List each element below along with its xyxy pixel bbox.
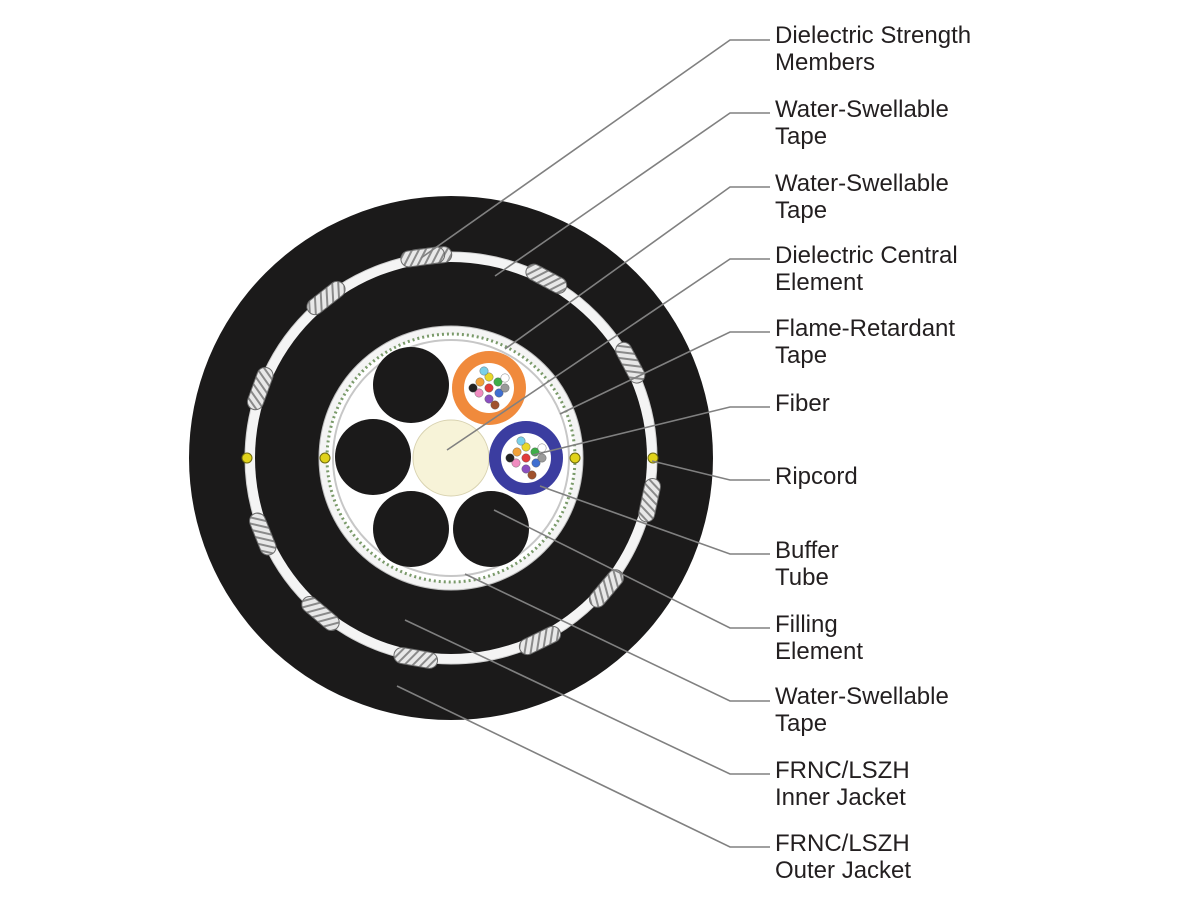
label-line: Filling [775, 611, 838, 638]
label-line: Water-Swellable [775, 96, 949, 123]
label-water-swellable-tape-inner: Water-Swellable Tape [775, 683, 1195, 737]
label-dielectric-central-element: Dielectric Central Element [775, 242, 1195, 296]
ripcord [647, 452, 659, 464]
fiber [494, 388, 504, 398]
ripcord [319, 452, 331, 464]
filling-element [373, 491, 449, 567]
label-line: Dielectric Central [775, 242, 958, 269]
leader-lines [396, 39, 770, 848]
dielectric-strength-member [306, 280, 346, 316]
ripcord [569, 452, 581, 464]
fiber [500, 373, 510, 383]
fiber [511, 458, 521, 468]
fiber [516, 436, 526, 446]
filling-element [335, 419, 411, 495]
label-line: Buffer [775, 537, 839, 564]
fiber [512, 447, 522, 457]
label-line: Members [775, 49, 876, 76]
label-line: Outer Jacket [775, 857, 912, 884]
leader-line [396, 685, 770, 848]
fiber [537, 453, 547, 463]
leader-line [464, 573, 770, 702]
label-line: Tape [775, 197, 828, 224]
label-water-swellable-tape-core: Water-Swellable Tape [775, 170, 1195, 224]
leader-line [420, 39, 770, 259]
label-line: Tape [775, 342, 828, 369]
label-flame-retardant-tape: Flame-Retardant Tape [775, 315, 1195, 369]
label-line: Dielectric Strength [775, 22, 972, 49]
label-line: Water-Swellable [775, 170, 949, 197]
label-line: FRNC/LSZH [775, 830, 910, 857]
label-line: Element [775, 638, 864, 665]
leader-line [559, 331, 770, 415]
dielectric-strength-member [518, 625, 562, 656]
fiber [521, 442, 531, 452]
dielectric-strength-member [301, 596, 340, 632]
fiber [531, 458, 541, 468]
leader-line [504, 186, 770, 350]
fiber [521, 453, 531, 463]
ripcord [241, 452, 253, 464]
dielectric-strength-member [249, 512, 277, 556]
label-line: Tape [775, 710, 828, 737]
fiber [484, 372, 494, 382]
fiber [527, 470, 537, 480]
label-frnc-lszh-inner-jacket: FRNC/LSZH Inner Jacket [775, 757, 1195, 811]
label-line: Tape [775, 123, 828, 150]
label-line: Tube [775, 564, 829, 591]
dielectric-central-element [412, 419, 490, 497]
fiber [493, 377, 503, 387]
label-line: FRNC/LSZH [775, 757, 910, 784]
dielectric-strength-member [615, 341, 646, 384]
leader-line [404, 619, 770, 775]
label-dielectric-strength-members: Dielectric Strength Members [775, 22, 1195, 76]
leader-line [651, 460, 770, 481]
label-line: Fiber [775, 390, 830, 417]
dielectric-strength-member [246, 366, 274, 411]
leader-line [494, 112, 770, 277]
fiber [490, 400, 500, 410]
label-ripcord: Ripcord [775, 463, 1195, 490]
label-line: Inner Jacket [775, 784, 906, 811]
label-filling-element: Filling Element [775, 611, 1195, 665]
label-buffer-tube: Buffer Tube [775, 537, 1195, 591]
leader-line [539, 485, 770, 555]
label-line: Element [775, 269, 864, 296]
fiber [537, 443, 547, 453]
fiber [500, 383, 510, 393]
filling-element [373, 347, 449, 423]
fiber [521, 464, 531, 474]
fiber [484, 394, 494, 404]
fiber [484, 383, 494, 393]
fiber [474, 388, 484, 398]
leader-line [532, 406, 770, 456]
label-line: Flame-Retardant [775, 315, 956, 342]
label-frnc-lszh-outer-jacket: FRNC/LSZH Outer Jacket [775, 830, 1195, 884]
cable-cross-section [189, 196, 713, 720]
leader-line [493, 509, 770, 629]
label-line: Ripcord [775, 463, 858, 490]
label-line: Water-Swellable [775, 683, 949, 710]
fiber [475, 377, 485, 387]
fiber [468, 383, 478, 393]
label-fiber: Fiber [775, 390, 1195, 417]
label-water-swellable-tape-outer: Water-Swellable Tape [775, 96, 1195, 150]
dielectric-strength-member [393, 646, 439, 669]
filling-element [453, 491, 529, 567]
dielectric-strength-member [638, 478, 661, 523]
dielectric-strength-member [525, 263, 568, 294]
fiber [479, 366, 489, 376]
leader-line [446, 258, 770, 451]
fiber [505, 453, 515, 463]
dielectric-strength-member [589, 569, 625, 608]
